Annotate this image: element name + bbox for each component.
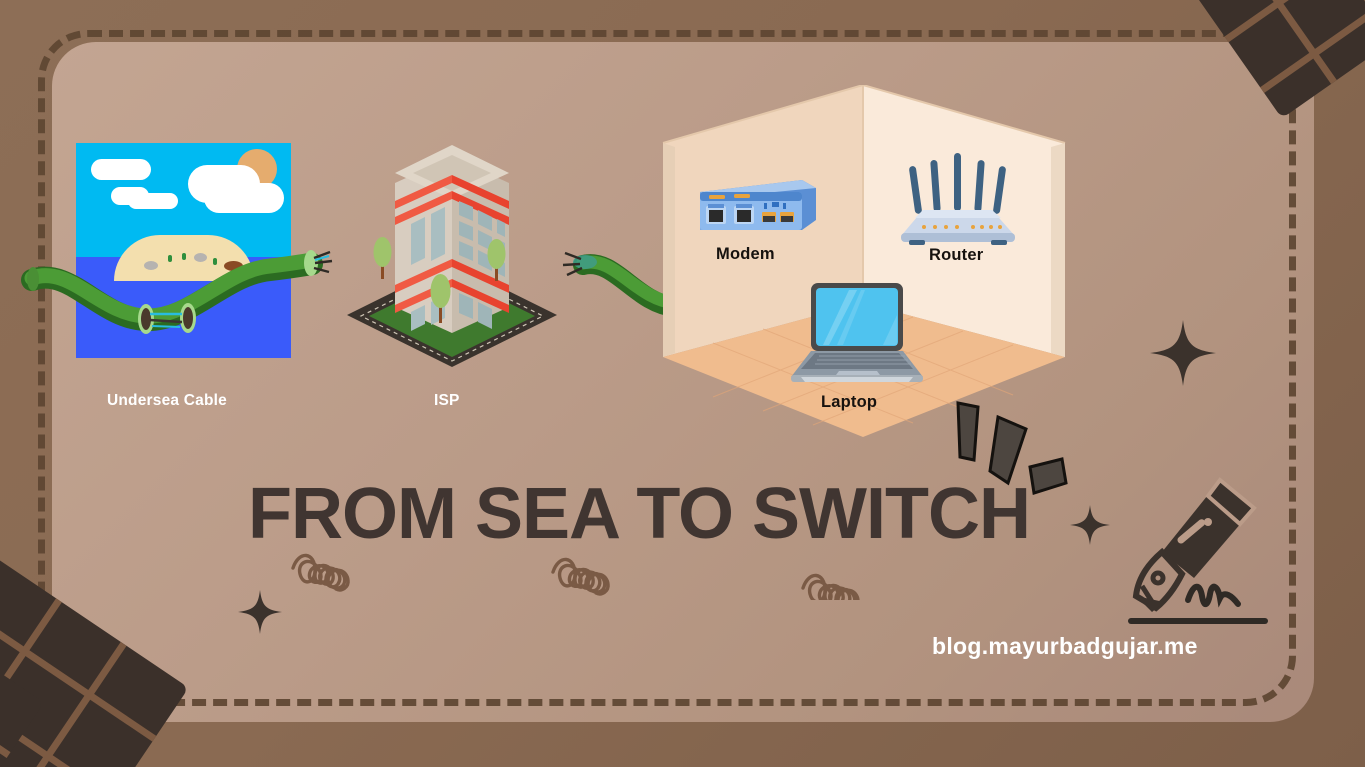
label-undersea-cable: Undersea Cable xyxy=(107,392,227,409)
cloud-icon xyxy=(204,183,284,213)
confetti-shapes-icon xyxy=(956,401,1068,495)
sparkle-star-icon xyxy=(238,590,282,634)
label-isp: ISP xyxy=(434,392,460,409)
squiggle-underline-decoration xyxy=(291,553,860,600)
label-modem: Modem xyxy=(716,245,775,263)
router-device-icon xyxy=(893,148,1023,248)
fountain-pen-signature-icon xyxy=(1128,477,1268,624)
sparkle-star-icon xyxy=(1070,505,1110,545)
cloud-icon xyxy=(91,159,151,180)
sparkle-star-icon xyxy=(1150,320,1216,386)
rock-icon xyxy=(194,253,207,262)
shrub-icon xyxy=(168,255,172,262)
undersea-fiber-cable-icon xyxy=(21,250,333,334)
modem-device-icon xyxy=(690,176,820,238)
label-laptop: Laptop xyxy=(821,393,878,411)
isp-building-scene xyxy=(345,135,560,375)
log-icon xyxy=(224,261,243,271)
cloud-icon xyxy=(128,193,178,209)
undersea-scene xyxy=(76,143,291,358)
shrub-icon xyxy=(182,253,186,260)
rock-icon xyxy=(144,261,158,270)
shrub-icon xyxy=(213,258,217,265)
laptop-device-icon xyxy=(787,281,927,391)
dashed-border-frame xyxy=(38,30,1296,706)
blog-url: blog.mayurbadgujar.me xyxy=(932,633,1198,659)
label-router: Router xyxy=(929,246,984,264)
page-title: FROM SEA TO SWITCH xyxy=(248,474,1031,554)
